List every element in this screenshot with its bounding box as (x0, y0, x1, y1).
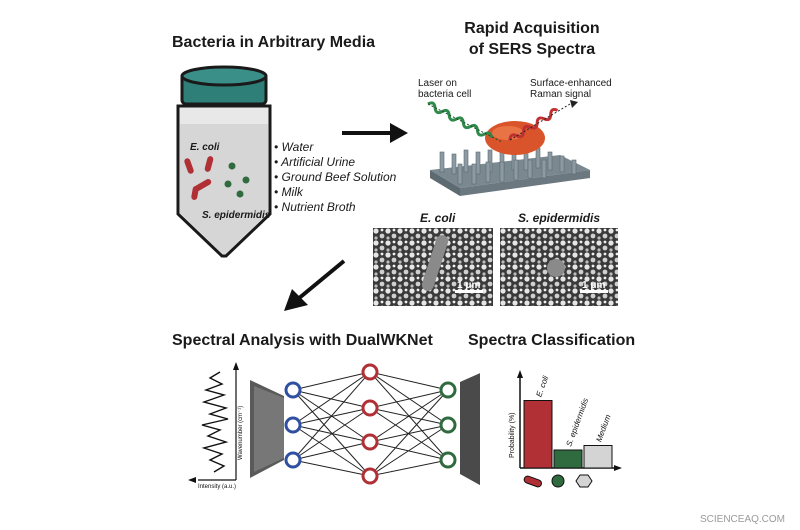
sers-substrate-illustration (427, 100, 590, 196)
ecoli-rod-icon (523, 475, 542, 488)
watermark: SCIENCEAQ.COM (700, 514, 786, 525)
chart-category-label: E. coli (534, 374, 550, 398)
media-item: • Milk (274, 185, 303, 199)
scale-bar-label: 1 μm (582, 280, 605, 291)
sepidermidis-cocci-icon (551, 474, 565, 488)
intensity-axis-label: Intensity (a.u.) (198, 484, 236, 490)
media-item: • Water (274, 140, 314, 154)
media-list: • Water • Artificial Urine • Ground Beef… (274, 140, 396, 215)
chart-bar (553, 449, 583, 469)
neural-network-illustration: Wavenumber (cm⁻¹) Intensity (a.u.) (188, 362, 480, 490)
chart-bar (523, 400, 553, 469)
scale-bar-label: 1 μm (457, 280, 480, 291)
laser-label: Laser on bacteria cell (418, 78, 472, 100)
tube-label-sepidermidis: S. epidermidis (202, 210, 271, 221)
sem-image-sepidermidis: 1 μm (500, 228, 618, 306)
media-item: • Artificial Urine (274, 155, 356, 169)
section-title-classification: Spectra Classification (468, 332, 636, 349)
raman-signal-label: Surface-enhanced Raman signal (530, 78, 612, 100)
section-title-sers: Rapid Acquisition of SERS Spectra (464, 20, 600, 58)
micrograph-label-sepidermidis: S. epidermidis (518, 211, 601, 225)
tube-label-ecoli: E. coli (190, 142, 220, 153)
sample-tube-illustration (176, 65, 272, 258)
chart-category-label: Medium (594, 413, 612, 443)
chart-category-label: S. epidermidis (564, 397, 590, 448)
micrograph-label-ecoli: E. coli (420, 211, 456, 225)
chart-bar (583, 445, 613, 469)
section-title-bacteria-media: Bacteria in Arbitrary Media (172, 34, 376, 51)
wavenumber-axis-label: Wavenumber (cm⁻¹) (238, 406, 244, 460)
media-item: • Ground Beef Solution (274, 170, 397, 184)
arrow-right-icon (342, 123, 408, 143)
media-item: • Nutrient Broth (274, 200, 356, 214)
sem-image-ecoli: 1 μm (373, 228, 493, 306)
medium-icon (575, 474, 593, 488)
chart-ylabel: Probability (%) (509, 412, 516, 458)
arrow-down-left-icon (284, 259, 346, 311)
section-title-dualwknet: Spectral Analysis with DualWKNet (172, 332, 433, 349)
